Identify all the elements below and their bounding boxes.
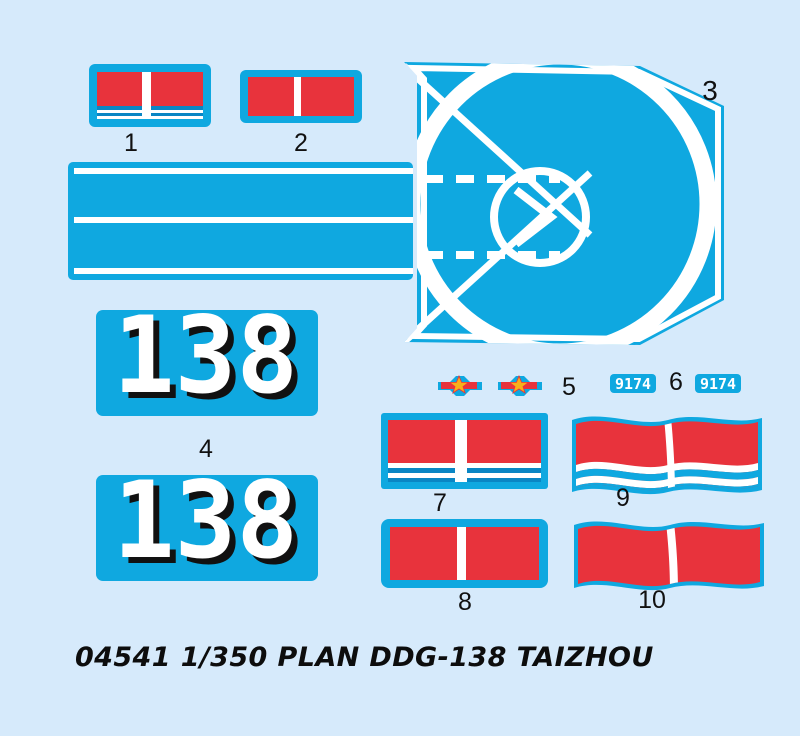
decal-6-code-plate-left: 9174 bbox=[610, 374, 656, 393]
sheet-title: 04541 1/350 PLAN DDG-138 TAIZHOU bbox=[75, 642, 654, 673]
decal-4-hull-number-138-upper: 138 138 bbox=[96, 294, 318, 423]
decal-8-ensign-plain-large bbox=[381, 519, 548, 588]
hull-number-138-lower: 138 bbox=[113, 459, 298, 582]
callout-label-5: 5 bbox=[562, 373, 576, 401]
code-plate-left-text: 9174 bbox=[615, 375, 651, 393]
decal-5-pla-insignia-left bbox=[438, 374, 482, 396]
callout-label-9: 9 bbox=[616, 484, 630, 512]
hull-number-138-upper-shadow: 138 bbox=[119, 300, 304, 423]
callout-label-2: 2 bbox=[294, 129, 308, 157]
decal-6-code-plate-right: 9174 bbox=[695, 374, 741, 393]
callout-label-1: 1 bbox=[124, 129, 138, 157]
insignia-star-icon-right bbox=[508, 374, 530, 394]
callout-label-8: 8 bbox=[458, 588, 472, 616]
decal-4-hull-number-138-lower: 138 138 bbox=[96, 459, 318, 588]
decal-1-ensign-stripes-small bbox=[89, 64, 211, 127]
callout-label-6: 6 bbox=[669, 368, 683, 396]
pad-outline bbox=[404, 62, 724, 345]
code-plate-right-text: 9174 bbox=[700, 375, 736, 393]
callout-label-7: 7 bbox=[433, 489, 447, 517]
decal-5-pla-insignia-right bbox=[498, 374, 542, 396]
callout-label-4: 4 bbox=[199, 435, 213, 463]
decal-9-ensign-stripes-waving bbox=[572, 416, 762, 495]
pad-chevron-arrow-icon bbox=[513, 186, 558, 248]
pad-diagonal-1 bbox=[404, 63, 593, 238]
callout-label-3: 3 bbox=[702, 75, 718, 106]
decal-2-ensign-plain-small bbox=[240, 70, 362, 123]
pad-inner-circle bbox=[490, 167, 590, 267]
decal-7-ensign-stripes-large bbox=[381, 413, 548, 489]
pad-runway-strip bbox=[68, 162, 413, 280]
decal-3-helicopter-landing-pad bbox=[68, 62, 724, 345]
hull-number-138-upper: 138 bbox=[113, 294, 298, 417]
decal-10-ensign-plain-waving bbox=[574, 521, 764, 591]
callout-label-10: 10 bbox=[638, 586, 666, 614]
insignia-star-icon-left bbox=[448, 374, 470, 394]
hull-number-138-lower-shadow: 138 bbox=[119, 465, 304, 588]
